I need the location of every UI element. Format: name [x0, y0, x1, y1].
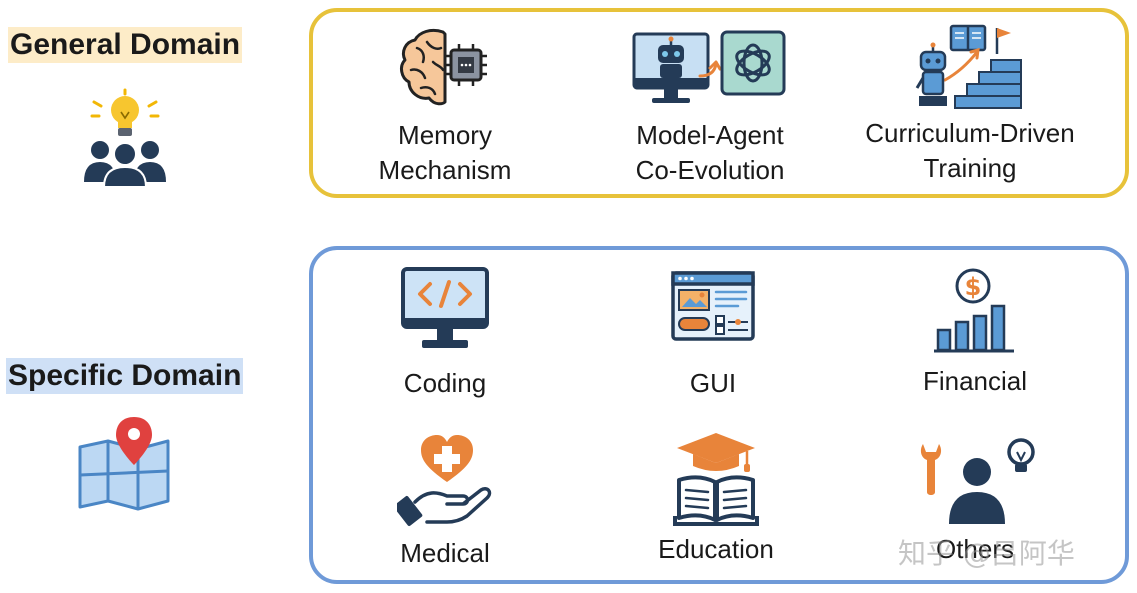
map-pin-icon: [78, 417, 170, 511]
financial-label: Financial: [922, 366, 1028, 396]
gui-label: GUI: [689, 368, 737, 398]
specific-item-gui: GUI: [628, 270, 798, 401]
medical-label: Medical: [400, 538, 490, 568]
specific-item-others: Others: [890, 436, 1060, 567]
specific-domain-frame: [309, 246, 1129, 584]
model-agent-coevolution-label: Model-Agent Co-Evolution: [635, 120, 785, 185]
coding-label: Coding: [403, 368, 487, 398]
general-item-memory: Memory Mechanism: [350, 26, 540, 188]
robot-monitor-openai-icon: [632, 30, 786, 103]
others-label: Others: [935, 534, 1015, 564]
watermark-text: 知乎 @吕阿华: [898, 537, 1075, 570]
specific-domain-title: Specific Domain: [6, 358, 244, 394]
general-domain-frame: [309, 8, 1129, 198]
education-label: Education: [658, 534, 774, 564]
wrench-person-bulb-icon: [920, 438, 1035, 524]
svg-text:$: $: [965, 273, 982, 301]
specific-item-education: Education: [628, 430, 804, 567]
memory-mechanism-label: Memory Mechanism: [378, 120, 512, 185]
lightbulb-people-icon: [84, 88, 166, 188]
specific-item-coding: Coding: [360, 266, 530, 401]
brain-chip-icon: [400, 28, 487, 106]
code-monitor-icon: [401, 267, 489, 348]
robot-stairs-book-icon: [915, 24, 1022, 109]
heart-hand-icon: [397, 435, 492, 526]
gui-window-icon: [671, 271, 755, 341]
specific-item-medical: Medical: [360, 432, 530, 571]
curriculum-driven-training-label: Curriculum-Driven Training: [865, 118, 1075, 183]
general-item-curriculum: Curriculum-Driven Training: [852, 22, 1088, 186]
general-domain-title: General Domain: [8, 27, 243, 63]
general-item-coevolution: Model-Agent Co-Evolution: [612, 26, 808, 188]
specific-item-financial: $ Financial: [890, 266, 1060, 399]
dollar-bar-chart-icon: $: [934, 268, 1014, 353]
graduation-book-icon: [673, 433, 759, 526]
